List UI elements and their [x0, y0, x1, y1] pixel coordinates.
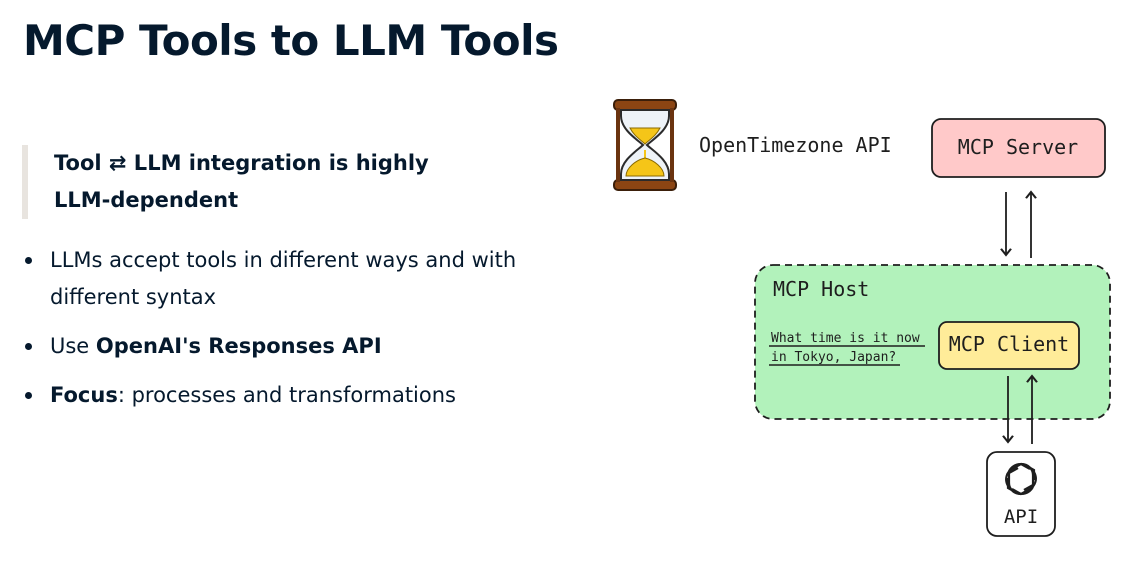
- user-query-line-2: in Tokyo, Japan?: [771, 350, 896, 365]
- bullet-item: LLMs accept tools in different ways and …: [22, 242, 532, 316]
- user-query: What time is it now in Tokyo, Japan?: [769, 331, 925, 366]
- user-query-line-1: What time is it now: [771, 331, 920, 346]
- bullet-bold: Focus: [50, 383, 118, 407]
- callout-quote: Tool ⇄ LLM integration is highly LLM-dep…: [22, 145, 492, 219]
- llm-api-node: API: [986, 451, 1056, 537]
- bullet-prefix: Use: [50, 334, 96, 358]
- hourglass-icon: [613, 99, 677, 191]
- bullet-item: Use OpenAI's Responses API: [22, 328, 532, 365]
- callout-text: Tool ⇄ LLM integration is highly LLM-dep…: [54, 151, 429, 212]
- mcp-host-label: MCP Host: [773, 277, 869, 301]
- bullet-item: Focus: processes and transformations: [22, 377, 532, 414]
- mcp-host-node: MCP Host: [754, 264, 1111, 420]
- bullet-suffix: : processes and transformations: [117, 383, 456, 407]
- mcp-server-node: MCP Server: [931, 118, 1106, 178]
- mcp-architecture-diagram: OpenTimezone API MCP Server MCP Host Wha…: [613, 99, 1111, 537]
- bullet-text: LLMs accept tools in different ways and …: [50, 248, 517, 309]
- page-title: MCP Tools to LLM Tools: [23, 16, 559, 65]
- openai-logo-icon: [1005, 462, 1037, 496]
- bullet-list: LLMs accept tools in different ways and …: [22, 242, 532, 426]
- mcp-server-label: MCP Server: [958, 135, 1078, 159]
- llm-api-label: API: [1004, 506, 1038, 528]
- external-api-label: OpenTimezone API: [699, 133, 892, 157]
- bullet-bold: OpenAI's Responses API: [95, 334, 382, 358]
- mcp-client-node: MCP Client: [938, 321, 1080, 370]
- mcp-client-label: MCP Client: [949, 332, 1069, 356]
